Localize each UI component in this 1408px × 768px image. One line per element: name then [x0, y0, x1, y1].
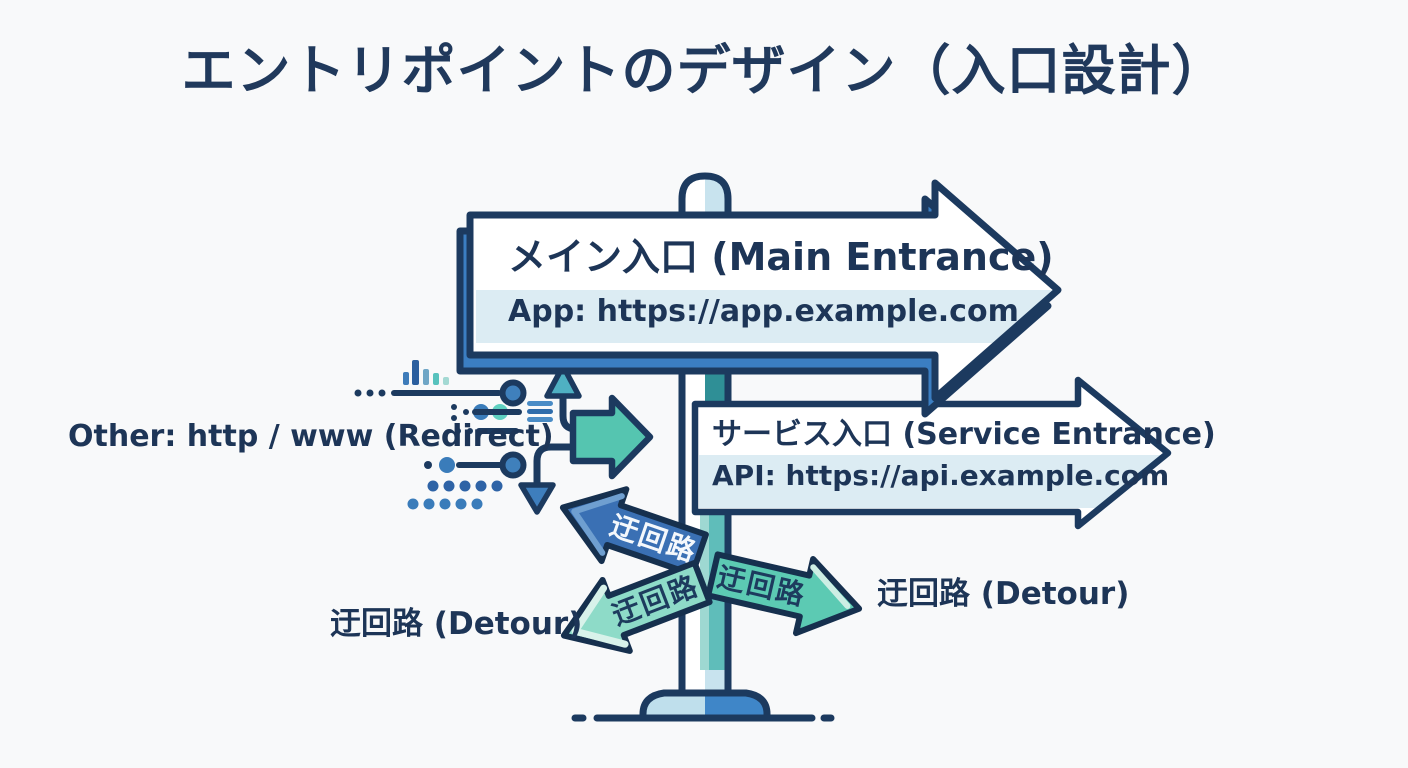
detour-label-right: 迂回路 (Detour)	[877, 576, 1130, 612]
detour-label-left: 迂回路 (Detour)	[330, 606, 583, 642]
service-entrance-sign	[691, 376, 1172, 530]
menu-lines-icon	[527, 401, 553, 422]
node-ring-icon	[499, 451, 527, 479]
detour-arrow-green-right: 迂回路	[705, 551, 863, 637]
right-arrow-icon	[569, 394, 654, 480]
detour-arrow-green-left: 迂回路	[560, 559, 713, 654]
main-entrance-sign	[456, 179, 1062, 418]
main-entrance-url: App: https://app.example.com	[508, 294, 1019, 329]
diagram-title: エントリポイントのデザイン（入口設計）	[181, 39, 1227, 102]
service-entrance-label: サービス入口 (Service Entrance)	[712, 417, 1216, 452]
redirect-label: Other: http / www (Redirect)	[68, 419, 554, 454]
down-arrow-icon	[518, 482, 556, 515]
signpost-base	[639, 689, 771, 722]
main-entrance-label: メイン入口 (Main Entrance)	[508, 235, 1054, 279]
bar-chart-icon	[403, 360, 449, 385]
node-ring-icon	[499, 379, 527, 407]
service-entrance-url: API: https://api.example.com	[712, 459, 1170, 492]
redirect-flow-icon	[354, 360, 654, 515]
up-arrow-icon	[544, 363, 582, 399]
